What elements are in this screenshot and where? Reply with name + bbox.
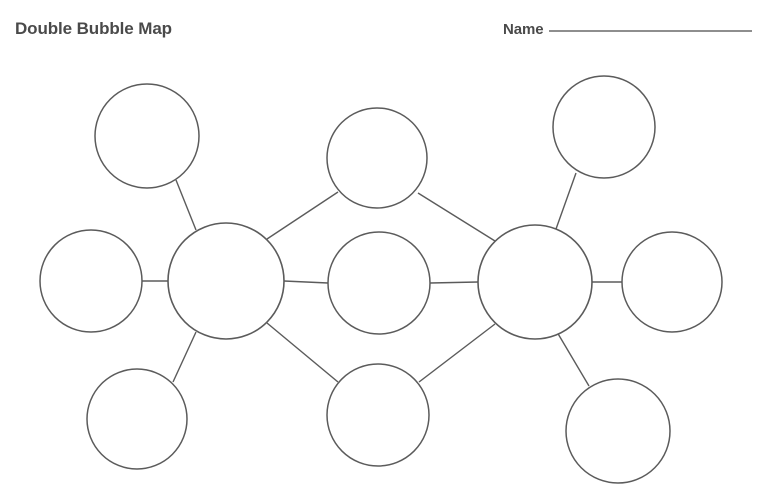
connector-shared-center-topic-right [429,281,479,284]
connector-shared-top-topic-right [417,192,496,242]
worksheet-header: Double Bubble Map Name [0,0,768,62]
bubble-right-top[interactable] [552,75,656,179]
connector-topic-left-shared-center [283,280,329,284]
bubble-shared-center[interactable] [327,231,431,335]
connector-topic-left-shared-bottom [266,322,339,383]
bubble-group [39,75,723,484]
connector-topic-left-shared-top [266,191,339,240]
connector-right-top-topic-right [555,172,577,230]
bubble-right-bottom[interactable] [565,378,671,484]
bubble-shared-top[interactable] [326,107,428,209]
bubble-left-bottom[interactable] [86,368,188,470]
connector-left-bottom-topic-left [172,331,197,383]
connector-shared-bottom-topic-right [418,323,496,383]
bubble-topic-left[interactable] [167,222,285,340]
double-bubble-map-diagram [0,55,768,501]
name-field[interactable]: Name [503,21,753,38]
bubble-shared-bottom[interactable] [326,363,430,467]
bubble-left-top[interactable] [94,83,200,189]
bubble-map-canvas [39,75,723,484]
bubble-right-middle[interactable] [621,231,723,333]
name-label: Name [503,21,544,38]
connector-left-top-topic-left [175,179,197,231]
connector-group [142,172,622,387]
name-underline-rule[interactable] [549,30,753,32]
bubble-topic-right[interactable] [477,224,593,340]
page-title: Double Bubble Map [15,19,172,38]
connector-right-bottom-topic-right [556,331,590,387]
bubble-left-middle[interactable] [39,229,143,333]
